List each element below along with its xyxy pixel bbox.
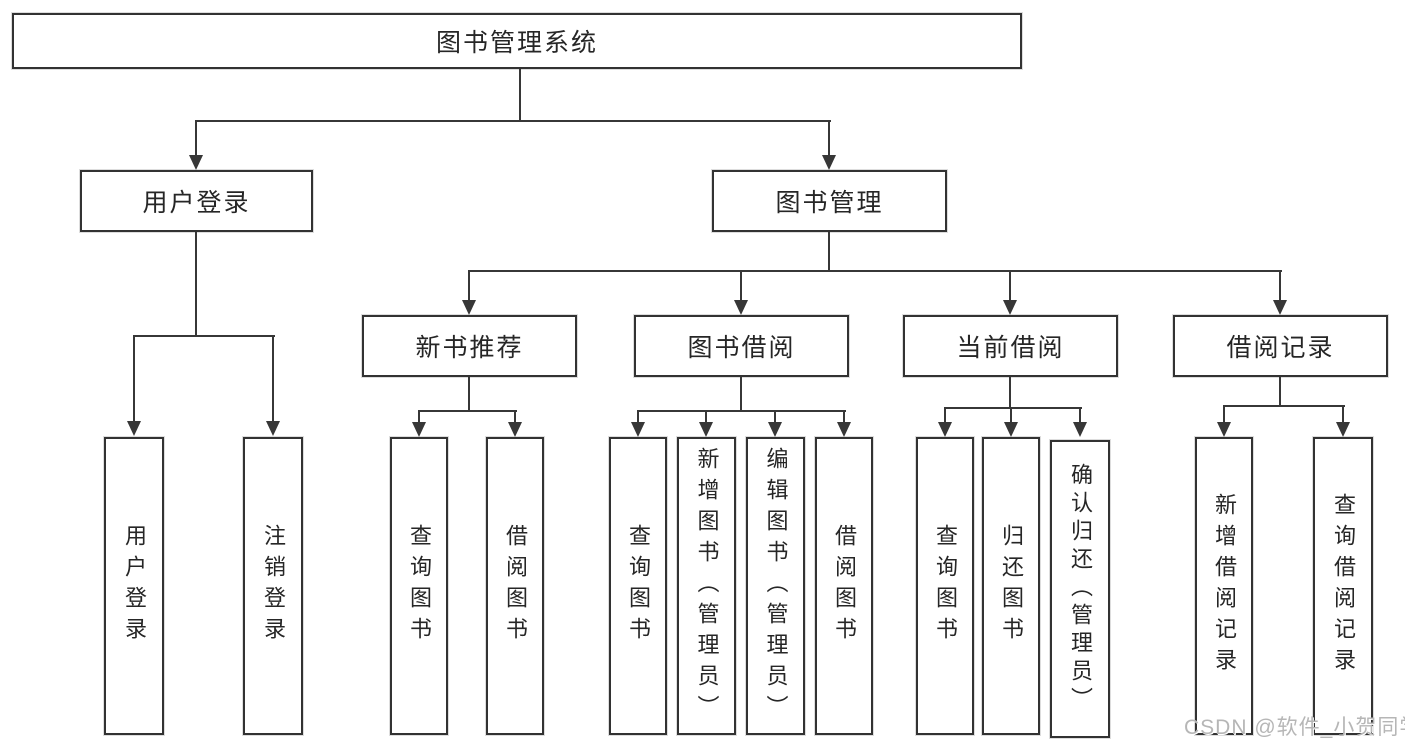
leaf-query-books-borrowing: 查询图书 bbox=[609, 437, 667, 735]
node-root-label: 图书管理系统 bbox=[435, 29, 598, 57]
leaf-query-books-current: 查询图书 bbox=[916, 437, 974, 735]
connector-line bbox=[1009, 270, 1011, 302]
leaf-query-books-recommend-label: 查询图书 bbox=[407, 524, 432, 648]
leaf-query-borrow-record-label: 查询借阅记录 bbox=[1331, 493, 1356, 679]
arrowhead-down-icon bbox=[412, 422, 426, 437]
arrowhead-down-icon bbox=[1273, 300, 1287, 315]
arrowhead-down-icon bbox=[1004, 422, 1018, 437]
leaf-return-books: 归还图书 bbox=[982, 437, 1040, 735]
arrowhead-down-icon bbox=[1217, 422, 1231, 437]
leaf-add-books-admin-label: 新增图书（管理员） bbox=[694, 446, 720, 726]
leaf-user-login: 用户登录 bbox=[104, 437, 164, 735]
arrowhead-down-icon bbox=[462, 300, 476, 315]
arrowhead-down-icon bbox=[699, 422, 713, 437]
connector-line bbox=[195, 120, 831, 122]
node-borrowing-records-label: 借阅记录 bbox=[1226, 334, 1335, 362]
connector-line bbox=[637, 410, 846, 412]
arrowhead-down-icon bbox=[127, 421, 141, 436]
connector-line bbox=[944, 407, 1082, 409]
node-current-borrowing-label: 当前借阅 bbox=[956, 334, 1065, 362]
arrowhead-down-icon bbox=[822, 155, 836, 170]
node-book-borrowing: 图书借阅 bbox=[634, 315, 849, 377]
arrowhead-down-icon bbox=[734, 300, 748, 315]
connector-line bbox=[1223, 405, 1225, 423]
connector-line bbox=[740, 270, 742, 302]
connector-line bbox=[468, 270, 470, 302]
connector-line bbox=[637, 410, 639, 423]
arrowhead-down-icon bbox=[768, 422, 782, 437]
leaf-query-books-borrowing-label: 查询图书 bbox=[626, 524, 651, 648]
leaf-edit-books-admin-label: 编辑图书（管理员） bbox=[763, 446, 789, 726]
connector-line bbox=[828, 120, 830, 156]
leaf-query-borrow-record: 查询借阅记录 bbox=[1313, 437, 1373, 735]
connector-line bbox=[519, 69, 521, 122]
node-root: 图书管理系统 bbox=[12, 13, 1022, 69]
node-current-borrowing: 当前借阅 bbox=[903, 315, 1118, 377]
connector-line bbox=[1223, 405, 1345, 407]
csdn-watermark: CSDN @软件_小贺同学 bbox=[1184, 716, 1405, 739]
connector-line bbox=[774, 410, 776, 423]
connector-line bbox=[133, 335, 275, 337]
connector-line bbox=[468, 377, 470, 412]
arrowhead-down-icon bbox=[266, 421, 280, 436]
arrowhead-down-icon bbox=[189, 155, 203, 170]
connector-line bbox=[828, 232, 830, 272]
connector-line bbox=[514, 410, 516, 423]
leaf-add-books-admin: 新增图书（管理员） bbox=[677, 437, 736, 735]
node-new-book-recommend-label: 新书推荐 bbox=[415, 334, 524, 362]
node-book-management: 图书管理 bbox=[712, 170, 947, 232]
connector-line bbox=[1010, 407, 1012, 423]
leaf-confirm-return-admin-label: 确认归还（管理员） bbox=[1068, 463, 1093, 715]
arrowhead-down-icon bbox=[837, 422, 851, 437]
node-book-borrowing-label: 图书借阅 bbox=[687, 334, 796, 362]
arrowhead-down-icon bbox=[1003, 300, 1017, 315]
leaf-borrow-books-borrowing: 借阅图书 bbox=[815, 437, 873, 735]
node-book-management-label: 图书管理 bbox=[775, 189, 884, 217]
connector-line bbox=[705, 410, 707, 423]
connector-line bbox=[944, 407, 946, 423]
arrowhead-down-icon bbox=[1336, 422, 1350, 437]
arrowhead-down-icon bbox=[508, 422, 522, 437]
leaf-return-books-label: 归还图书 bbox=[999, 524, 1024, 648]
leaf-borrow-books-recommend: 借阅图书 bbox=[486, 437, 544, 735]
connector-line bbox=[843, 410, 845, 423]
connector-line bbox=[133, 335, 135, 423]
node-new-book-recommend: 新书推荐 bbox=[362, 315, 577, 377]
leaf-borrow-books-borrowing-label: 借阅图书 bbox=[832, 524, 857, 648]
connector-line bbox=[418, 410, 420, 423]
leaf-edit-books-admin: 编辑图书（管理员） bbox=[746, 437, 805, 735]
leaf-user-login-label: 用户登录 bbox=[122, 524, 147, 648]
connector-line bbox=[1009, 377, 1011, 409]
connector-line bbox=[1279, 377, 1281, 407]
connector-line bbox=[1279, 270, 1281, 302]
arrowhead-down-icon bbox=[938, 422, 952, 437]
connector-line bbox=[1079, 407, 1081, 423]
node-user-login-label: 用户登录 bbox=[142, 189, 251, 217]
connector-line bbox=[272, 335, 274, 423]
leaf-add-borrow-record: 新增借阅记录 bbox=[1195, 437, 1253, 735]
node-user-login: 用户登录 bbox=[80, 170, 313, 232]
connector-line bbox=[740, 377, 742, 412]
connector-line bbox=[468, 270, 1282, 272]
leaf-add-borrow-record-label: 新增借阅记录 bbox=[1212, 493, 1237, 679]
connector-line bbox=[195, 232, 197, 337]
leaf-query-books-recommend: 查询图书 bbox=[390, 437, 448, 735]
connector-line bbox=[418, 410, 517, 412]
leaf-confirm-return-admin: 确认归还（管理员） bbox=[1050, 440, 1110, 738]
leaf-logout-login: 注销登录 bbox=[243, 437, 303, 735]
leaf-query-books-current-label: 查询图书 bbox=[933, 524, 958, 648]
leaf-borrow-books-recommend-label: 借阅图书 bbox=[503, 524, 528, 648]
leaf-logout-login-label: 注销登录 bbox=[261, 524, 286, 648]
connector-line bbox=[195, 120, 197, 156]
arrowhead-down-icon bbox=[1073, 422, 1087, 437]
arrowhead-down-icon bbox=[631, 422, 645, 437]
connector-line bbox=[1342, 405, 1344, 423]
node-borrowing-records: 借阅记录 bbox=[1173, 315, 1388, 377]
